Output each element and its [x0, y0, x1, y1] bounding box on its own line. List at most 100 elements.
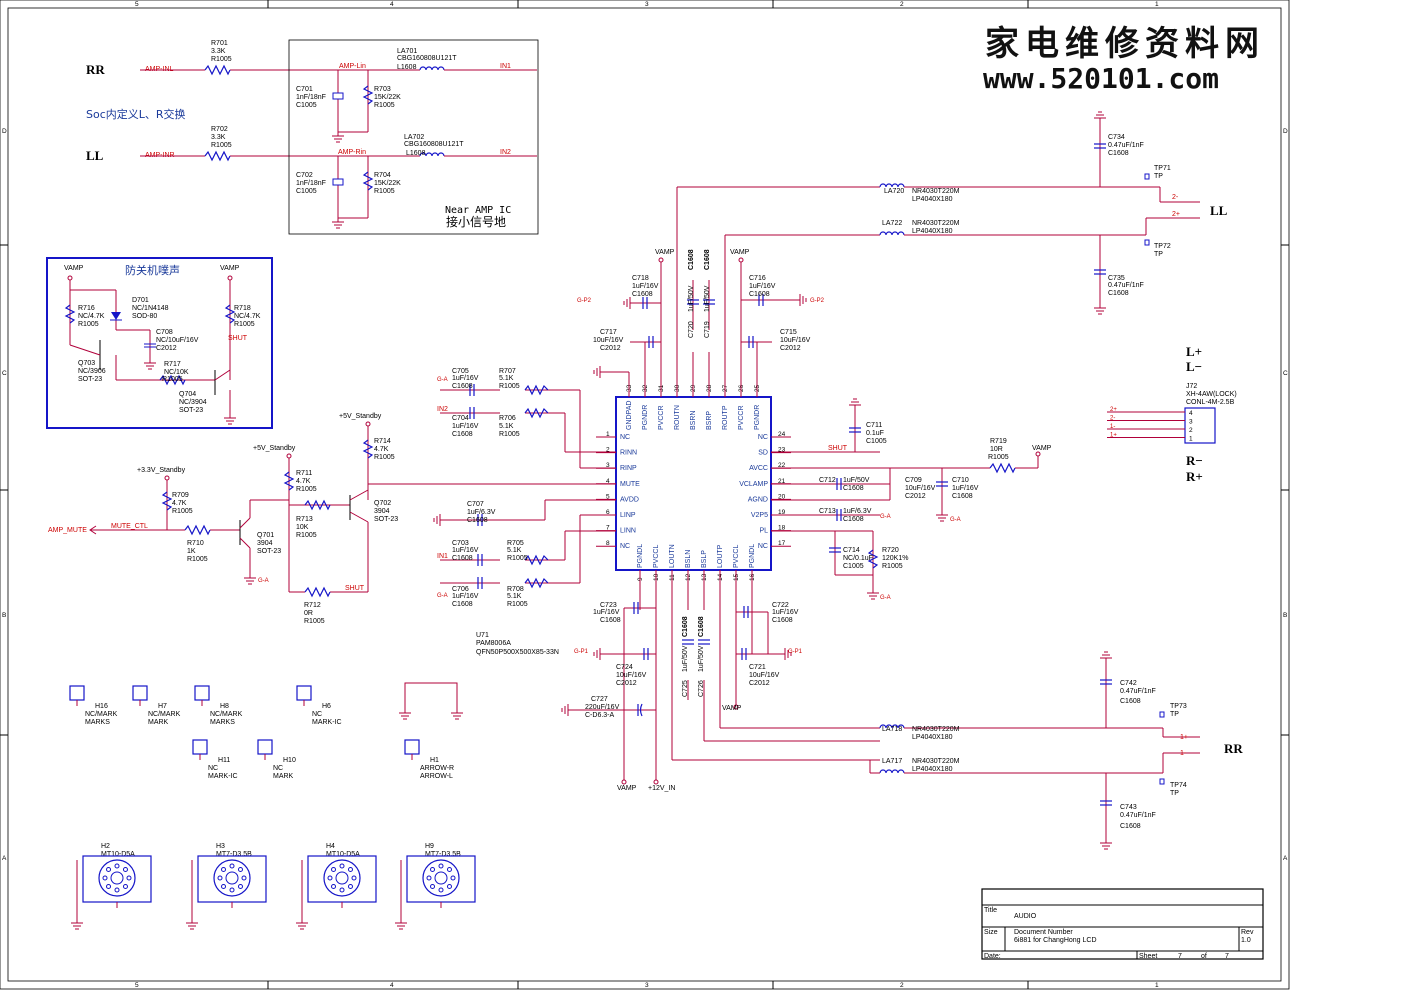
net-amp-mute: AMP_MUTE	[48, 527, 87, 534]
ic-pin-number: 19	[778, 509, 786, 516]
sheet-frame: 5 4 3 2 1 5 4 3 2 1 D C B A D C B A	[0, 0, 1290, 990]
mute-ga: G-A	[258, 578, 269, 584]
r716-pkg: R1005	[78, 321, 99, 328]
r702-val: 3.3K	[211, 134, 226, 141]
d701-val: NC/1N4148	[132, 305, 169, 312]
connector-net: 1-	[1110, 424, 1115, 430]
ic-pin-label: NC	[620, 543, 630, 550]
mount-via	[221, 883, 227, 889]
c715-pkg: C2012	[780, 345, 801, 352]
r713-ref: R713	[296, 516, 313, 523]
connector-pin-number: 2	[1189, 427, 1193, 434]
v12-in: +12V_IN	[648, 785, 675, 792]
frame-row-b: B	[2, 612, 6, 619]
r704-val: 15K/22K	[374, 180, 401, 187]
r710-ref: R710	[187, 540, 204, 547]
la718-ref: LA718	[882, 726, 902, 733]
net-amp-lin: AMP-Lin	[339, 63, 366, 70]
frame-row-a2: A	[1283, 855, 1288, 862]
c724-pkg: C2012	[616, 680, 637, 687]
c705-pkg: C1608	[452, 383, 473, 390]
mount-center	[110, 871, 124, 885]
mark-package: MARK-IC	[208, 773, 238, 780]
mark-symbol	[69, 685, 85, 701]
la717-val: NR4030T220M	[912, 758, 960, 765]
connector-pin-number: 4	[1189, 410, 1193, 417]
tp73-val: TP	[1170, 711, 1179, 718]
conn-lplus: L+	[1186, 344, 1202, 359]
c709-val: 10uF/16V	[905, 485, 936, 492]
vamp-top-1: VAMP	[655, 249, 675, 256]
ic-pin-label: MUTE	[620, 481, 640, 488]
mount-via	[450, 875, 456, 881]
c704-pkg: C1608	[452, 431, 473, 438]
rev-label: Rev	[1241, 929, 1254, 936]
c743-val: 0.47uF/1nF	[1120, 812, 1156, 819]
ic-pin-label: NC	[758, 543, 768, 550]
c722-ref: C722	[772, 602, 789, 609]
c727-pkg: C-D6.3-A	[585, 712, 615, 719]
watermark-url: www.520101.com	[983, 62, 1219, 95]
mark-ref: H7	[158, 703, 167, 710]
ic-pin-label: PGNDR	[642, 405, 649, 430]
mount-via	[122, 883, 128, 889]
c708-ref: C708	[156, 329, 173, 336]
c727-val: 220uF/16V	[585, 704, 620, 711]
c701-pkg: C1005	[296, 102, 317, 109]
mark-value: NC/MARK	[210, 711, 243, 718]
c735-ref: C735	[1108, 275, 1125, 282]
pop-shut: SHUT	[228, 335, 248, 342]
title-block: Title AUDIO Size Document Number 6i881 f…	[981, 888, 1264, 960]
frame-row-c: C	[2, 370, 7, 377]
marks-block: H16NC/MARKMARKSH7NC/MARKMARKH8NC/MARKMAR…	[69, 682, 463, 780]
c715-val: 10uF/16V	[780, 337, 811, 344]
of-label: of	[1201, 953, 1207, 960]
rev-value: 1.0	[1241, 937, 1251, 944]
pop-vamp-2: VAMP	[220, 265, 240, 272]
c715-ref: C715	[780, 329, 797, 336]
pop-vamp-1: VAMP	[64, 265, 84, 272]
out-1plus: 1+	[1180, 734, 1188, 741]
mark-ref: H10	[283, 757, 296, 764]
c721-ref: C721	[749, 664, 766, 671]
c719-val: 1uF/50V	[704, 285, 711, 312]
frame-col-2: 2	[900, 1, 904, 8]
c723-ref: C723	[600, 602, 617, 609]
ic-pin-number: 7	[606, 525, 610, 532]
r703-pkg: R1005	[374, 102, 395, 109]
doc-value: 6i881 for ChangHong LCD	[1014, 937, 1097, 944]
mount-via	[331, 883, 337, 889]
mount-center	[335, 871, 349, 885]
ic-pin-label: LINP	[620, 512, 636, 519]
c714-pkg: C1005	[843, 563, 864, 570]
la720-val: NR4030T220M	[912, 188, 960, 195]
mount-center	[434, 871, 448, 885]
c719-pkg: C1608	[704, 249, 711, 270]
c707-ref: C707	[467, 501, 484, 508]
near-amp-cn: 接小信号地	[446, 214, 506, 229]
ic-pin-number: 23	[778, 447, 786, 454]
mark-symbol	[404, 739, 420, 755]
q701-val: 3904	[257, 540, 273, 547]
j72-ref: J72	[1186, 383, 1197, 390]
mute-block: +5V_Standby +5V_Standby +3.3V_Standby AM…	[48, 413, 398, 625]
ic-pin-label: ROUTP	[722, 405, 729, 430]
input-rr-label: RR	[86, 62, 105, 77]
j72-val: XH-4AW(LOCK)	[1186, 391, 1237, 398]
mount-hole	[323, 859, 361, 897]
connector-net: 2-	[1110, 416, 1115, 422]
tp74-val: TP	[1170, 790, 1179, 797]
mount-body	[307, 855, 377, 903]
mount-via	[347, 867, 353, 873]
r707-val: 5.1K	[499, 375, 514, 382]
c709-ref: C709	[905, 477, 922, 484]
c722-val: 1uF/16V	[772, 609, 799, 616]
q702-val: 3904	[374, 508, 390, 515]
mount-body	[82, 855, 152, 903]
mark-symbol	[192, 739, 208, 755]
ic-pin-label: VCLAMP	[739, 481, 768, 488]
ic-pin-number: 2	[606, 447, 610, 454]
c734-val: 0.47uF/1nF	[1108, 142, 1144, 149]
c723-pkg: C1608	[600, 617, 621, 624]
c706-pkg: C1608	[452, 601, 473, 608]
